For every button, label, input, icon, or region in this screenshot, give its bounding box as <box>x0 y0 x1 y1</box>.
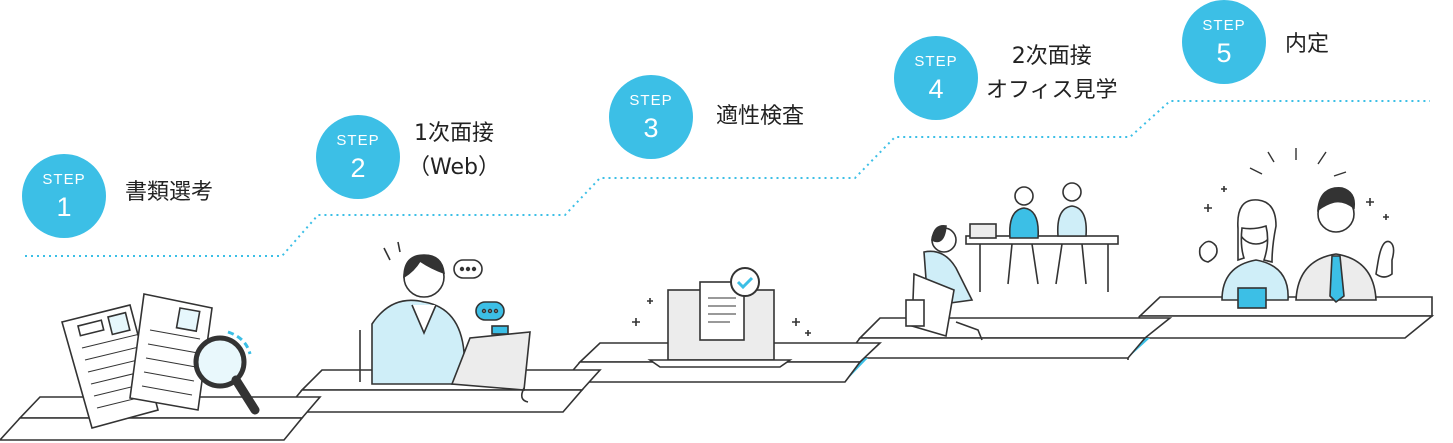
step-1-title: 書類選考 <box>125 176 213 210</box>
step-4-badge: STEP 4 <box>894 36 978 120</box>
step-5-title: 内定 <box>1285 28 1329 62</box>
step-3-badge: STEP 3 <box>609 75 693 159</box>
second-interview-scene-icon <box>905 182 1119 341</box>
step-4-title-line-2: オフィス見学 <box>986 78 1118 103</box>
step-2-title: 1次面接 （Web） <box>408 117 500 185</box>
step-5-badge: STEP 5 <box>1182 0 1266 84</box>
step-3-number: 3 <box>643 113 659 143</box>
step-3-title-line-1: 適性検査 <box>716 104 805 129</box>
step-5-word: STEP <box>1202 17 1246 34</box>
step-2-word: STEP <box>336 132 380 149</box>
resume-documents-icon <box>61 293 213 429</box>
step-2-title-line-2: （Web） <box>408 155 500 180</box>
platform-4 <box>843 317 1173 382</box>
step-1-title-line-1: 書類選考 <box>125 180 214 205</box>
step-1-word: STEP <box>42 171 86 188</box>
step-5-number: 5 <box>1216 38 1232 68</box>
step-4-word: STEP <box>914 53 958 70</box>
step-4-title: 2次面接 オフィス見学 <box>986 40 1118 108</box>
step-4-number: 4 <box>928 74 944 104</box>
step-3-title: 適性検査 <box>716 100 804 134</box>
step-1-badge: STEP 1 <box>22 154 106 238</box>
step-2-title-line-1: 1次面接 <box>413 121 494 146</box>
step-2-number: 2 <box>350 153 366 183</box>
step-2-badge: STEP 2 <box>316 115 400 199</box>
platform-5 <box>1126 296 1435 360</box>
progress-dotted-line <box>25 100 1430 257</box>
aptitude-test-laptop-icon <box>632 267 811 368</box>
step-3-word: STEP <box>629 92 673 109</box>
step-1-number: 1 <box>56 192 72 222</box>
job-offer-people-icon <box>1198 148 1395 309</box>
step-4-title-line-1: 2次面接 <box>1011 44 1092 69</box>
magnifier-icon <box>193 330 260 415</box>
step-5-title-line-1: 内定 <box>1285 32 1330 57</box>
web-interview-person-icon <box>359 241 531 403</box>
